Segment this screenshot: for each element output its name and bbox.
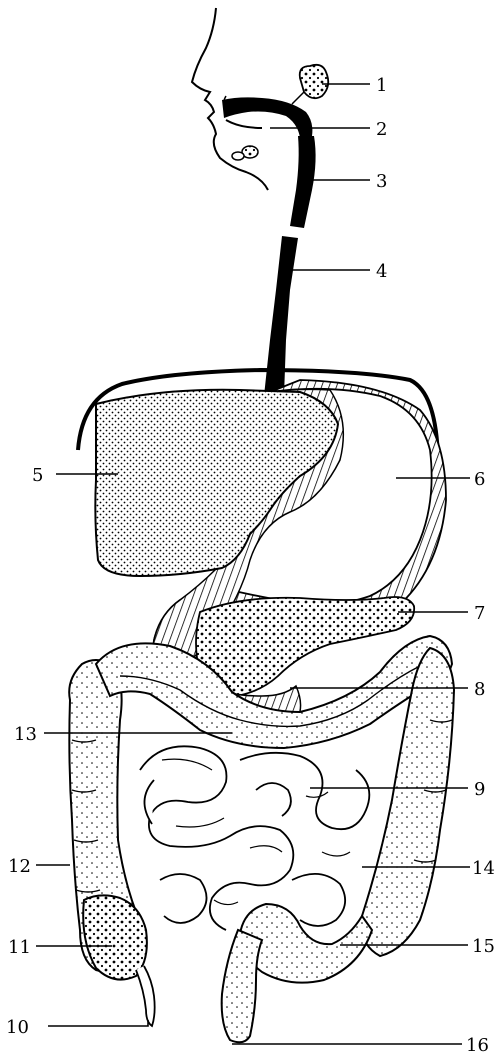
label-4: 4 — [376, 261, 387, 282]
label-9: 9 — [474, 779, 485, 800]
oral-cavity — [222, 97, 312, 138]
label-13: 13 — [14, 724, 37, 745]
label-5: 5 — [32, 465, 43, 486]
label-3: 3 — [376, 171, 387, 192]
label-12: 12 — [8, 856, 31, 877]
label-10: 10 — [6, 1017, 29, 1038]
salivary-gland — [300, 65, 329, 98]
label-16: 16 — [466, 1035, 489, 1054]
label-11: 11 — [8, 937, 31, 958]
appendix — [136, 966, 155, 1026]
label-7: 7 — [474, 603, 485, 624]
small-intestine — [140, 746, 369, 930]
rectum — [222, 930, 262, 1042]
label-6: 6 — [474, 469, 485, 490]
label-15: 15 — [472, 936, 495, 957]
label-2: 2 — [376, 119, 387, 140]
label-1: 1 — [376, 75, 387, 96]
label-14: 14 — [472, 858, 495, 879]
pharynx — [290, 136, 316, 228]
label-8: 8 — [474, 679, 485, 700]
